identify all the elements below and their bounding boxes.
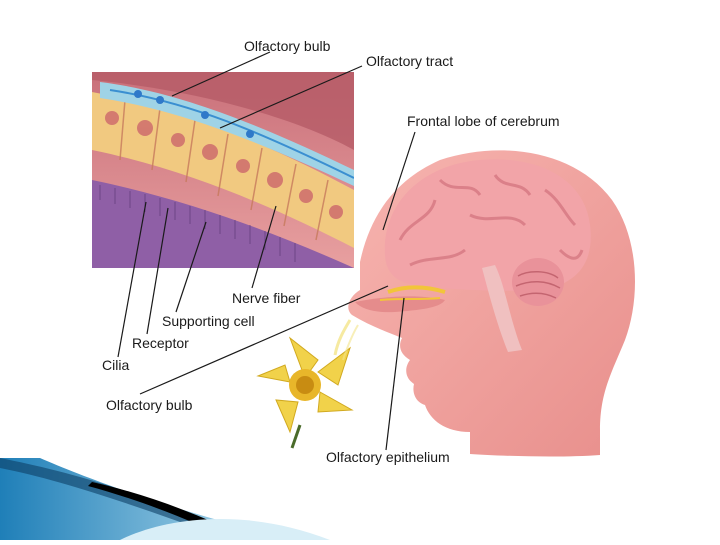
inset-magnified-tissue — [92, 72, 354, 268]
label-nerve-fiber: Nerve fiber — [232, 290, 301, 306]
label-olfactory-bulb-top: Olfactory bulb — [244, 38, 331, 54]
slide-footer-decoration — [0, 458, 330, 540]
label-olfactory-bulb-bottom: Olfactory bulb — [106, 397, 193, 413]
daffodil-flower — [256, 319, 359, 449]
head-profile — [348, 150, 635, 457]
label-supporting-cell: Supporting cell — [162, 313, 255, 329]
cell-nuclei — [105, 111, 343, 219]
label-olfactory-tract: Olfactory tract — [366, 53, 454, 69]
label-olfactory-epithelium: Olfactory epithelium — [326, 449, 450, 465]
label-frontal-lobe: Frontal lobe of cerebrum — [407, 113, 560, 129]
brain-folds — [398, 174, 584, 267]
label-cilia: Cilia — [102, 357, 130, 373]
leader-lines — [117, 51, 416, 451]
label-receptor: Receptor — [132, 335, 189, 351]
